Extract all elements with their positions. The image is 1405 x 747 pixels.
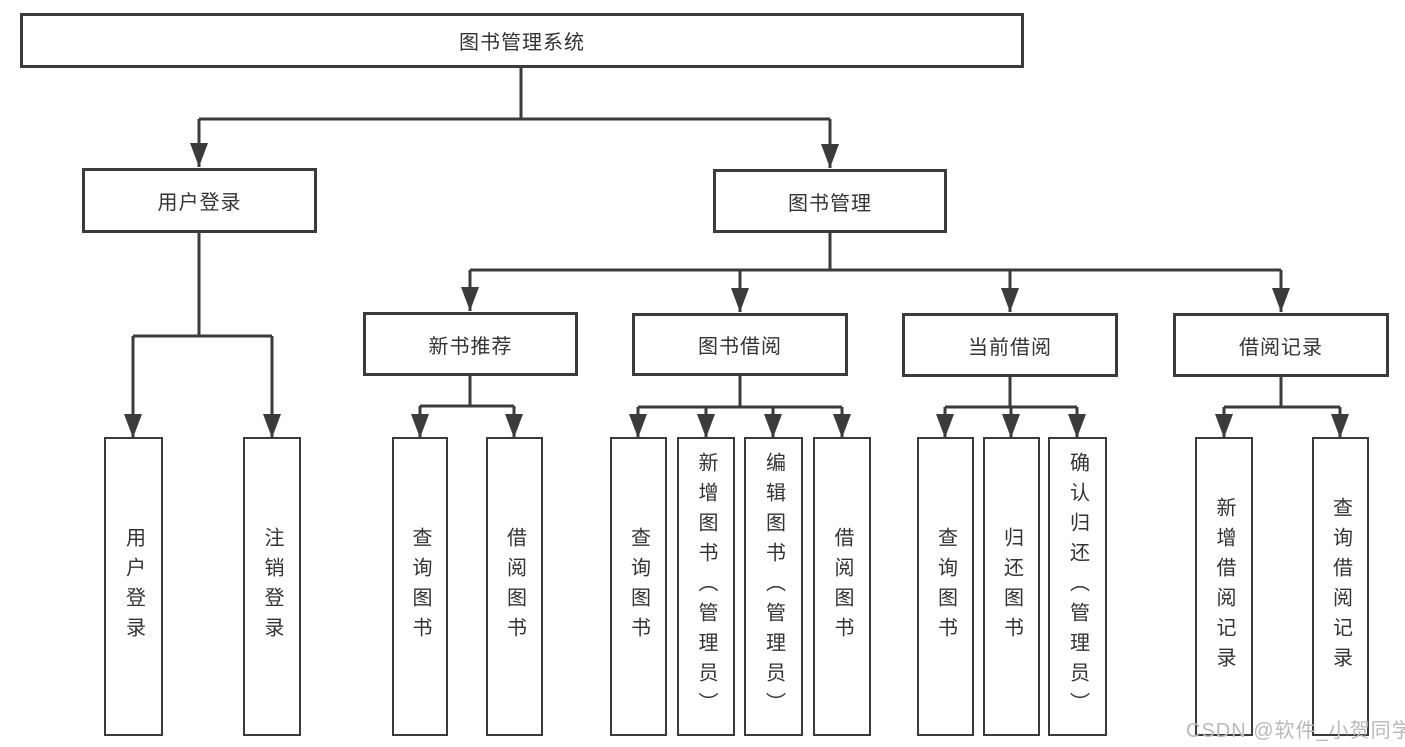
arrowhead-icon <box>833 414 851 438</box>
leaf-borrow-books-recommend: 借阅图书 <box>486 437 543 736</box>
arrowhead-icon <box>1272 288 1290 312</box>
connector-user-login-to-children <box>131 233 274 438</box>
node-book-management: 图书管理 <box>713 169 947 233</box>
leaf-borrow-books: 借阅图书 <box>813 437 871 736</box>
arrowhead-icon <box>821 144 839 168</box>
connector-root-to-level2 <box>197 68 832 168</box>
connector-new-book-rec-to-children <box>418 376 516 438</box>
leaf-query-books-borrow: 查询图书 <box>610 437 667 736</box>
arrowhead-icon <box>461 287 479 311</box>
node-current-borrow: 当前借阅 <box>902 313 1118 377</box>
leaf-query-books-recommend: 查询图书 <box>392 437 448 736</box>
leaf-logout: 注销登录 <box>243 437 301 736</box>
arrowhead-icon <box>411 414 429 438</box>
arrowhead-icon <box>1215 414 1233 438</box>
arrowhead-icon <box>629 414 647 438</box>
arrowhead-icon <box>263 414 281 438</box>
arrowhead-icon <box>697 414 715 438</box>
arrowhead-icon <box>1331 414 1349 438</box>
arrowhead-icon <box>190 143 208 167</box>
node-borrow-records: 借阅记录 <box>1173 313 1389 377</box>
node-library-management-system: 图书管理系统 <box>20 13 1024 68</box>
connector-book-mgmt-to-level3 <box>468 233 1283 312</box>
leaf-query-books-current: 查询图书 <box>917 437 974 736</box>
arrowhead-icon <box>1002 414 1020 438</box>
leaf-return-books: 归还图书 <box>983 437 1040 736</box>
leaf-query-borrow-record: 查询借阅记录 <box>1312 437 1369 736</box>
node-user-login: 用户登录 <box>82 168 317 233</box>
arrowhead-icon <box>505 414 523 438</box>
connector-borrow-records-to-children <box>1222 377 1342 438</box>
node-book-borrow: 图书借阅 <box>632 313 848 376</box>
leaf-add-book-admin: 新增图书（管理员） <box>677 437 735 736</box>
arrowhead-icon <box>764 414 782 438</box>
arrowhead-icon <box>1068 414 1086 438</box>
arrowhead-icon <box>1001 288 1019 312</box>
arrowhead-icon <box>936 414 954 438</box>
arrowhead-icon <box>731 288 749 312</box>
leaf-confirm-return-admin: 确认归还（管理员） <box>1048 437 1107 736</box>
leaf-add-borrow-record: 新增借阅记录 <box>1195 437 1253 736</box>
node-new-book-recommend: 新书推荐 <box>363 312 578 376</box>
arrowhead-icon <box>124 414 142 438</box>
csdn-watermark: CSDN @软件_小贺同学 <box>1186 720 1405 742</box>
leaf-edit-book-admin: 编辑图书（管理员） <box>744 437 803 736</box>
connector-book-borrow-to-children <box>636 376 844 438</box>
leaf-user-login: 用户登录 <box>104 437 163 736</box>
